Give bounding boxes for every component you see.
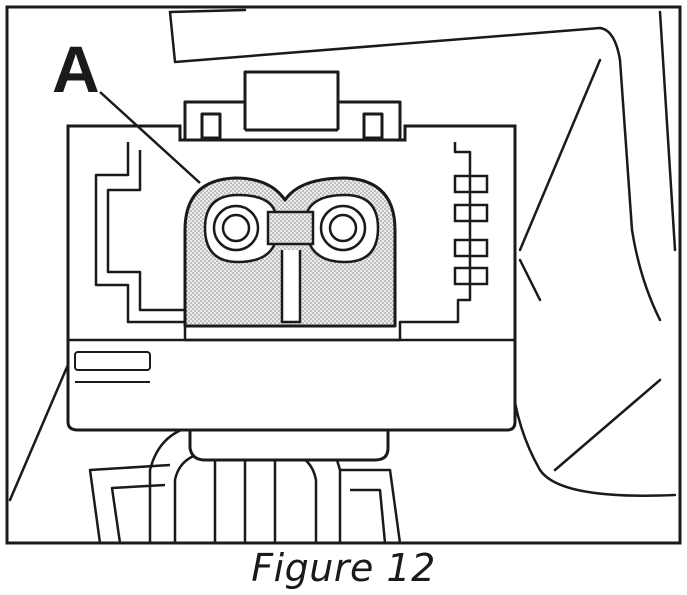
connector-inner-rim bbox=[106, 150, 185, 312]
callout-letter: A bbox=[52, 32, 100, 106]
figure-caption: Figure 12 bbox=[251, 546, 436, 590]
connector-lower-tab bbox=[188, 430, 390, 462]
connector-illustration: A bbox=[5, 5, 682, 545]
connector-slot bbox=[74, 351, 151, 371]
connector-latch bbox=[183, 70, 402, 142]
connector-side-ribs bbox=[453, 174, 489, 286]
terminal-pins bbox=[203, 193, 380, 324]
figure-border bbox=[5, 5, 682, 545]
callout-leader bbox=[99, 91, 201, 184]
